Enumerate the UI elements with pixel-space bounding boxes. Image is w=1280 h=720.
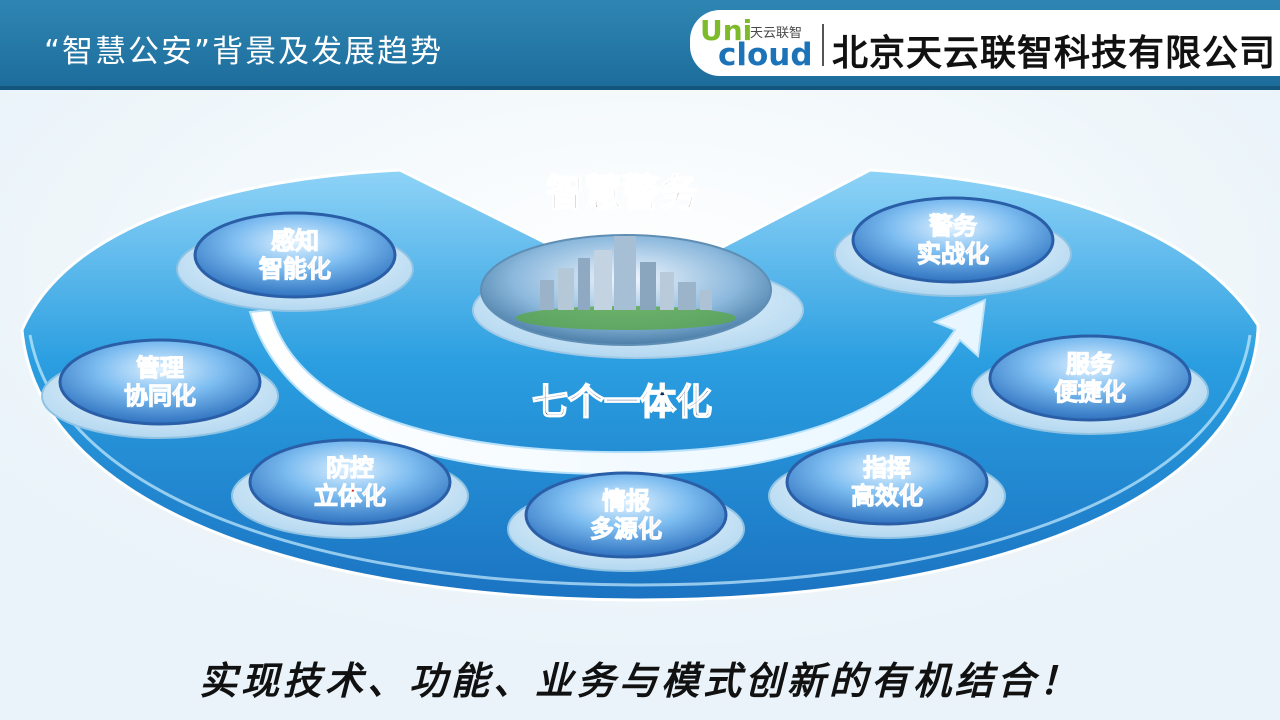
node-qingbao-line1: 情报 bbox=[602, 487, 650, 515]
node-ganzhi: 感知 智能化 bbox=[176, 211, 414, 312]
logo-cloud-text: cloud bbox=[718, 37, 813, 73]
node-fuwu-line2: 便捷化 bbox=[1054, 378, 1126, 406]
node-jingwu: 警务 实战化 bbox=[834, 196, 1072, 297]
node-fuwu: 服务 便捷化 bbox=[971, 334, 1209, 435]
page-title: “智慧公安”背景及发展趋势 bbox=[44, 34, 444, 70]
logo-divider bbox=[822, 24, 824, 66]
node-fangkong-line1: 防控 bbox=[326, 454, 374, 482]
node-zhihui-line2: 高效化 bbox=[851, 482, 923, 510]
node-guanli-line1: 管理 bbox=[136, 354, 184, 382]
node-qingbao-line2: 多源化 bbox=[590, 515, 662, 543]
footer-slogan: 实现技术、功能、业务与模式创新的有机结合！ bbox=[198, 658, 1081, 703]
node-fangkong-line2: 立体化 bbox=[314, 482, 386, 510]
node-jingwu-line2: 实战化 bbox=[917, 240, 989, 268]
node-zhihui-line1: 指挥 bbox=[863, 454, 911, 482]
node-guanli-line2: 协同化 bbox=[124, 382, 196, 410]
node-guanli: 管理 协同化 bbox=[41, 338, 279, 439]
node-ganzhi-line1: 感知 bbox=[271, 227, 319, 255]
integration-arrow bbox=[248, 298, 987, 476]
node-qingbao: 情报 多源化 bbox=[507, 471, 745, 572]
logo-panel: Uni 天云联智 cloud 北京天云联智科技有限公司 bbox=[690, 10, 1280, 76]
node-fuwu-line1: 服务 bbox=[1066, 350, 1115, 378]
city-disc bbox=[472, 234, 804, 359]
node-ganzhi-line2: 智能化 bbox=[259, 255, 331, 283]
header-bar: “智慧公安”背景及发展趋势 Uni 天云联智 cloud 北京天云联智科技有限公… bbox=[0, 0, 1280, 90]
company-name: 北京天云联智科技有限公司 bbox=[832, 33, 1277, 74]
node-jingwu-line1: 警务 bbox=[928, 212, 978, 240]
logo-sub-text: 天云联智 bbox=[750, 26, 803, 41]
node-fangkong: 防控 立体化 bbox=[231, 438, 469, 539]
fan-rim-highlight bbox=[28, 334, 1252, 587]
center-label: 七个一体化 bbox=[532, 382, 712, 423]
logo-uni-text: Uni bbox=[700, 14, 753, 47]
node-zhihui: 指挥 高效化 bbox=[768, 438, 1006, 539]
top-label: 智慧警务 bbox=[546, 171, 698, 215]
